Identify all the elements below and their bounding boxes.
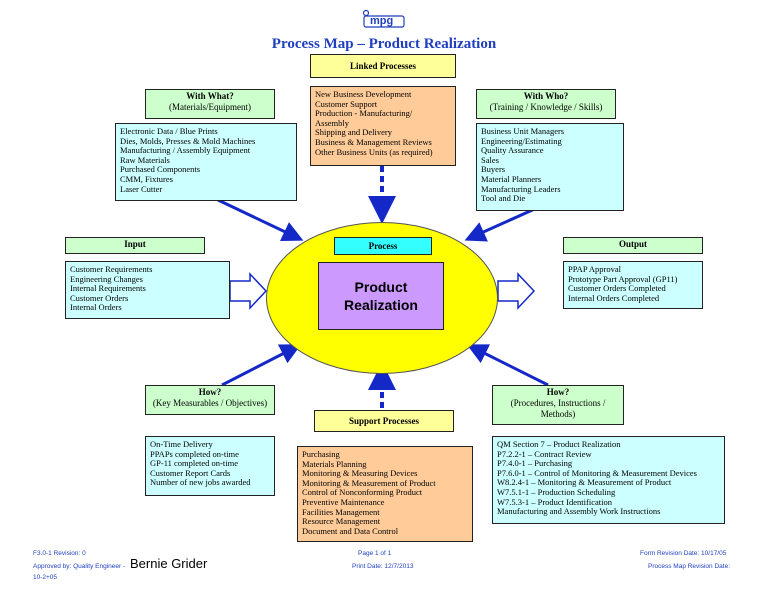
print-date: Print Date: 12/7/2013 [352,563,414,570]
input-list: Customer Requirements Engineering Change… [65,261,230,319]
list-item: Quality Assurance [481,145,544,156]
list-item: Engineering/Estimating [481,135,562,146]
list-item: Number of new jobs awarded [150,477,251,488]
list-item: Customer Report Cards [150,467,231,478]
arrow-with-what [217,198,304,242]
how-left-list: On-Time Delivery PPAPs completed on-time… [145,436,275,496]
process-label: Process [334,237,432,255]
list-item: W8.2.4-1 – Monitoring & Measurement of P… [497,477,672,488]
list-item: Material Planners [481,173,542,184]
list-item: Engineering Changes [70,273,143,284]
list-item: Manufacturing and Assembly Work Instruct… [497,506,661,517]
list-item: Other Business Units (as required) [315,146,433,157]
list-item: Laser Cutter [120,183,163,194]
list-item: P7.2.2-1 – Contract Review [497,448,592,459]
list-item: Preventive Maintenance [302,496,385,507]
list-item: Internal Orders Completed [568,292,660,303]
list-item: Dies, Molds, Presses & Mold Machines [120,135,256,146]
list-item: Shipping and Delivery [315,127,392,138]
arrow-how-left [221,344,302,387]
list-item: Tool and Die [481,193,526,204]
list-item: Business Unit Managers [481,126,565,136]
page-title: Process Map – Product Realization [271,36,497,52]
with-what-header: With What? (Materials/Equipment) [145,89,275,119]
list-item: P7.4.0-1 – Purchasing [497,458,573,469]
list-item: Purchasing [302,449,340,459]
list-item: Control of Nonconforming Product [302,487,423,498]
list-item: Customer Support [315,98,378,109]
input-header: Input [65,237,205,254]
list-item: Internal Orders [70,302,122,313]
list-item: Production - Manufacturing/ [315,108,413,119]
list-item: Purchased Components [120,164,201,175]
process-name-line1: Product [354,279,408,295]
with-who-header: With Who? (Training / Knowledge / Skills… [476,89,616,119]
page-number: Page 1 of 1 [358,550,392,557]
list-item: Sales [481,154,499,165]
list-item: Customer Requirements [70,264,153,274]
list-item: Manufacturing / Assembly Equipment [120,145,251,156]
list-item: PPAPs completed on-time [150,448,239,459]
approved-date: 10-2+05 [33,574,58,581]
list-item: W7.5.3-1 – Product Identification [497,496,612,507]
list-item: On-Time Delivery [150,439,213,449]
list-item: Facilities Management [302,506,380,517]
process-name-line2: Realization [344,297,418,313]
list-item: GP-11 completed on-time [150,458,238,469]
how-left-header: How? (Key Measurables / Objectives) [145,385,275,415]
list-item: Document and Data Control [302,525,399,536]
list-item: Customer Orders [70,292,129,303]
list-item: Business & Management Reviews [315,136,432,147]
mpg-logo: mpg [360,8,408,30]
with-what-list: Electronic Data / Blue Prints Dies, Mold… [115,123,297,201]
list-item: Materials Planning [302,458,367,469]
list-item: New Business Development [315,89,412,99]
list-item: PPAP Approval [568,264,621,274]
output-list: PPAP Approval Prototype Part Approval (G… [563,261,703,309]
how-right-header: How? (Procedures, Instructions / Methods… [492,385,624,425]
list-item: Raw Materials [120,154,170,165]
form-id: F3.0-1 Revision: 0 [33,550,86,557]
list-item: Customer Orders Completed [568,283,666,294]
process-map-revision-date: Process Map Revision Date: [648,563,731,570]
list-item: Resource Management [302,516,381,527]
list-item: Monitoring & Measuring Devices [302,468,418,479]
approved-by: Approved by: Quality Engineer - [33,563,126,570]
list-item: Buyers [481,164,506,175]
linked-processes-header: Linked Processes [310,54,456,78]
list-item: CMM, Fixtures [120,173,173,184]
list-item: Internal Requirements [70,283,146,294]
with-who-list: Business Unit Managers Engineering/Estim… [476,123,624,211]
signature: Bernie Grider [130,556,208,571]
form-revision-date: Form Revision Date: 10/17/05 [640,550,727,557]
logo-text: mpg [370,15,394,27]
list-item: Monitoring & Measurement of Product [302,477,436,488]
list-item: Assembly [315,117,349,128]
arrow-how-right [466,344,549,387]
list-item: Electronic Data / Blue Prints [120,126,218,136]
list-item: W7.5.1-1 – Production Scheduling [497,486,616,497]
list-item: Prototype Part Approval (GP11) [568,273,678,284]
how-right-list: QM Section 7 – Product Realization P7.2.… [492,436,725,524]
output-header: Output [563,237,703,254]
support-processes-list: Purchasing Materials Planning Monitoring… [297,446,473,542]
list-item: Manufacturing Leaders [481,183,561,194]
list-item: QM Section 7 – Product Realization [497,439,621,449]
list-item: P7.6.0-1 – Control of Monitoring & Measu… [497,467,697,478]
product-realization-box: Product Realization [318,262,444,330]
arrow-input [229,272,268,310]
linked-processes-list: New Business Development Customer Suppor… [310,86,456,166]
support-processes-header: Support Processes [314,410,454,432]
arrow-output [497,272,536,310]
